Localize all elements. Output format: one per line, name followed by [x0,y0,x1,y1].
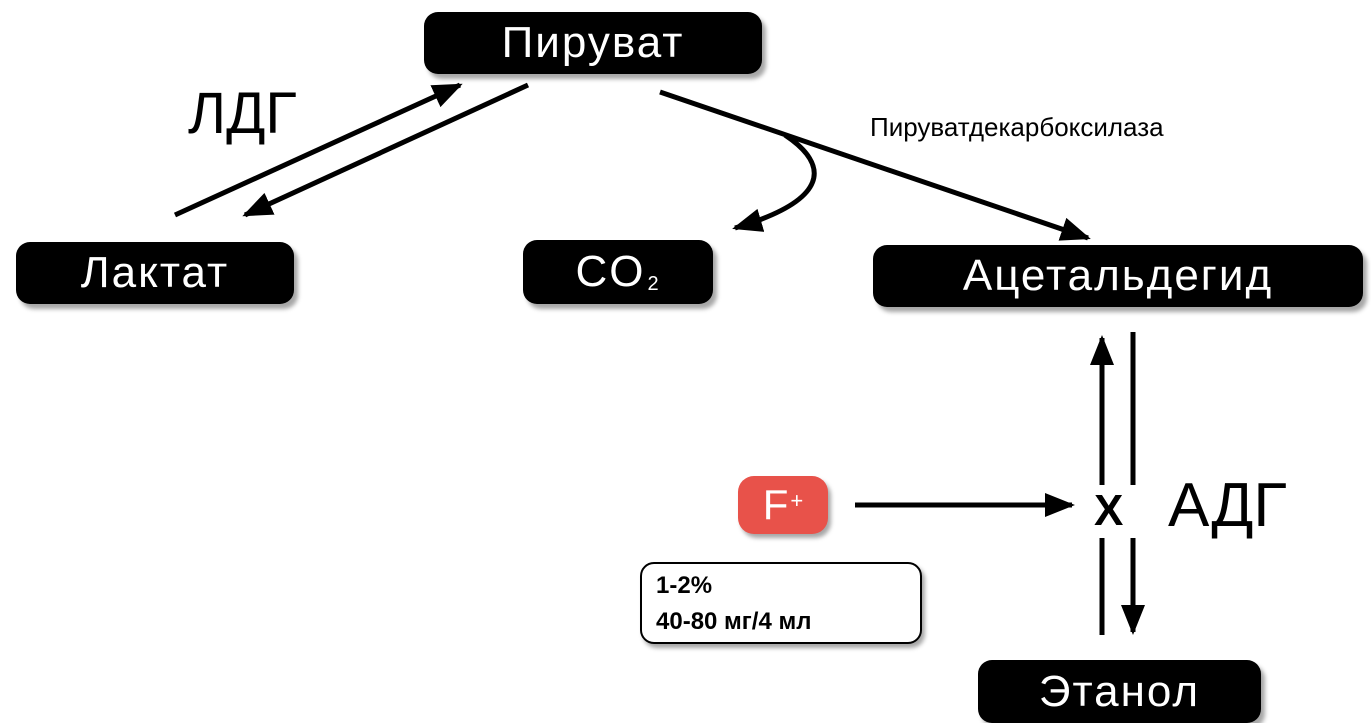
arrow-lactate-to-pyruvate [173,82,463,218]
node-acetaldehyde-label: Ацетальдегид [962,251,1274,300]
arrow-pyruvate-to-acetaldehyde [659,89,1091,241]
node-co2-subscript: 2 [647,272,661,295]
node-pyruvate: Пируват [424,12,762,74]
enzyme-pdc-label: Пируватдекарбоксилаза [870,112,1164,142]
concentration-line-1: 1-2% [656,572,713,599]
node-lactate-label: Лактат [80,248,230,297]
concentration-box: 1-2% 40-80 мг/4 мл [640,562,922,644]
enzyme-ldh-label: ЛДГ [188,81,297,146]
node-lactate: Лактат [16,242,294,304]
node-ethanol: Этанол [978,660,1261,723]
node-ethanol-label: Этанол [1038,666,1201,716]
node-pyruvate-label: Пируват [501,18,685,67]
arrow-pyruvate-to-lactate [242,82,530,218]
inhibitor-symbol: F [762,481,789,528]
block-mark: X [1094,486,1124,535]
inhibitor-charge: + [790,488,804,513]
inhibitor-badge: F+ [738,476,828,534]
enzyme-adh-label: АДГ [1168,471,1287,540]
arrow-to-co2 [732,132,817,232]
concentration-line-2: 40-80 мг/4 мл [656,608,812,635]
node-acetaldehyde: Ацетальдегид [873,245,1363,307]
node-co2-label: CO [575,247,646,296]
